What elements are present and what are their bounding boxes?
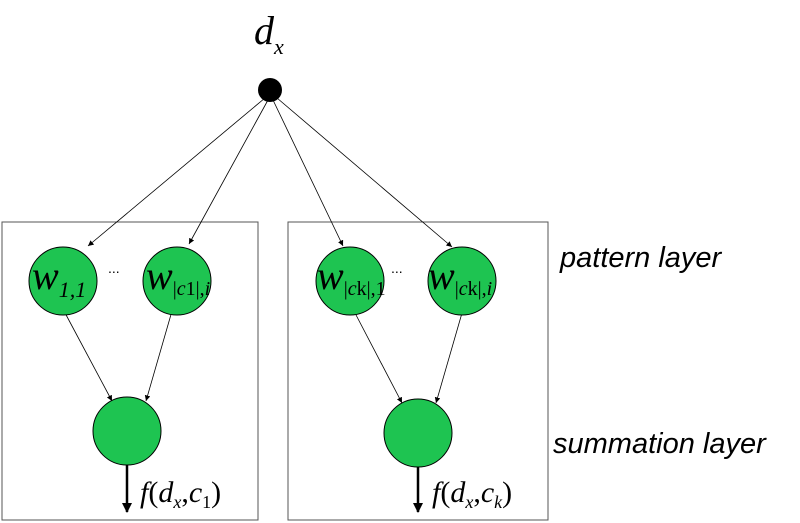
pattern-node-2-1-sub-c: c: [348, 278, 357, 300]
pattern-node-1-1-main: w: [32, 253, 59, 298]
pattern-node-2-2-sub-num: k|,: [468, 278, 487, 300]
ellipsis-group-1: ...: [108, 260, 120, 276]
output-1-c: c: [189, 476, 202, 509]
pattern-node-2-1-label: w|ck|,1: [317, 253, 386, 300]
edge-pattern-2-2-to-sum-2: [434, 312, 463, 404]
output-1-csub: 1: [202, 492, 211, 512]
pattern-node-2-1: [315, 246, 385, 316]
group-box-1: [1, 221, 259, 521]
output-1-open: (: [148, 476, 158, 509]
output-1-comma: ,: [181, 476, 189, 509]
output-2-close: ): [502, 476, 512, 509]
output-2-csub: k: [494, 492, 503, 512]
output-2-d: d: [450, 476, 466, 509]
pattern-node-2-2-sub-i: i: [487, 278, 493, 300]
pattern-node-1-1: [28, 246, 98, 316]
pattern-node-2-2: [427, 246, 497, 316]
input-label-main: d: [254, 8, 275, 53]
pattern-node-1-2-sub-i: i: [205, 278, 211, 300]
pattern-node-1-2-sub-pre: |: [173, 278, 177, 300]
edge-pattern-1-1-to-sum-1: [63, 310, 113, 402]
output-1-d: d: [158, 476, 174, 509]
output-label-2: f(dx,ck): [432, 476, 512, 512]
output-label-1: f(dx,c1): [140, 476, 221, 512]
edge-input-to-pattern-1-1: [87, 97, 266, 247]
output-2-x: x: [464, 492, 473, 512]
pattern-node-2-2-sub-pre: |: [455, 278, 459, 300]
output-2-comma: ,: [473, 476, 481, 509]
edge-input-to-pattern-2-2: [276, 97, 453, 248]
pattern-node-1-1-label: w1,1: [32, 253, 86, 302]
pattern-node-1-1-sub: 1,1: [59, 277, 87, 302]
pattern-node-1-2-sub-c: c: [177, 278, 186, 300]
pattern-layer-label: pattern layer: [559, 242, 723, 274]
output-1-x: x: [172, 492, 181, 512]
pattern-node-2-1-sub-num: k|,1: [357, 278, 386, 300]
edge-pattern-1-2-to-sum-1: [144, 310, 173, 402]
output-2-c: c: [481, 476, 494, 509]
pattern-node-1-2-main: w: [146, 253, 173, 298]
pattern-node-2-2-main: w: [428, 253, 455, 298]
ellipsis-group-2: ...: [391, 260, 403, 276]
summation-node-1: [92, 396, 162, 466]
edge-pattern-2-1-to-sum-2: [354, 312, 403, 404]
output-1-close: ): [211, 476, 221, 509]
pattern-node-2-2-label: w|ck|,i: [428, 253, 492, 300]
edge-input-to-pattern-2-1: [272, 99, 344, 247]
summation-layer-label: summation layer: [553, 428, 767, 460]
input-label-sub: x: [273, 34, 284, 59]
pattern-node-1-2-sub-num: 1|,: [186, 278, 205, 300]
pattern-node-1-2: [142, 246, 212, 316]
edge-input-to-pattern-1-2: [188, 99, 269, 245]
pattern-node-2-2-sub-c: c: [459, 278, 468, 300]
pattern-node-1-2-label: w|c1|,i: [146, 253, 210, 300]
pattern-node-2-1-main: w: [317, 253, 344, 298]
input-node: [258, 78, 282, 102]
group-box-2: [287, 221, 549, 521]
summation-node-2: [383, 398, 453, 468]
output-2-open: (: [440, 476, 450, 509]
pattern-node-2-1-sub-pre: |: [344, 278, 348, 300]
input-node-label: dx: [254, 8, 284, 59]
